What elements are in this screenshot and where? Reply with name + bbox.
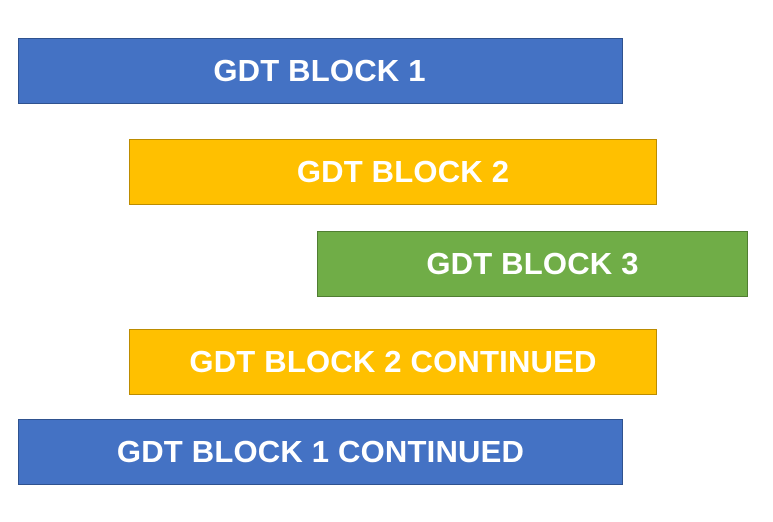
gdt-block-2: GDT BLOCK 2	[129, 139, 657, 205]
gdt-block-1-label: GDT BLOCK 1	[213, 53, 426, 88]
gdt-block-1: GDT BLOCK 1	[18, 38, 623, 104]
gdt-block-1-continued-label: GDT BLOCK 1 CONTINUED	[116, 434, 525, 469]
gdt-block-2-continued: GDT BLOCK 2 CONTINUED	[129, 329, 657, 395]
gdt-block-3: GDT BLOCK 3	[317, 231, 748, 297]
gdt-block-3-label: GDT BLOCK 3	[426, 246, 639, 281]
gdt-block-1-continued: GDT BLOCK 1 CONTINUED	[18, 419, 623, 485]
gdt-block-2-label: GDT BLOCK 2	[296, 154, 510, 189]
gdt-block-2-continued-label: GDT BLOCK 2 CONTINUED	[189, 344, 597, 379]
